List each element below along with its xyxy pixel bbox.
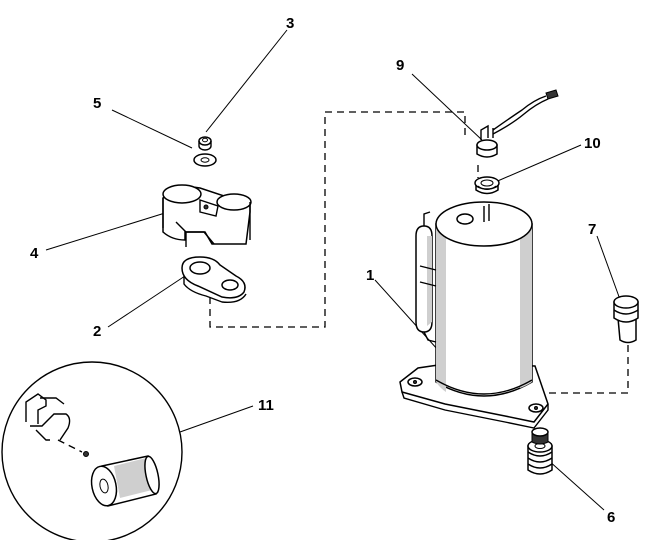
callout-10: 10 <box>584 135 601 152</box>
washer-part <box>193 153 217 167</box>
callout-1: 1 <box>366 267 374 284</box>
callout-6: 6 <box>607 509 615 526</box>
terminal-cover-part <box>162 184 252 247</box>
grommet-part <box>474 176 500 195</box>
thermal-protector-part <box>476 89 559 158</box>
leader-lines <box>45 29 623 511</box>
callout-4: 4 <box>30 245 39 262</box>
callout-labels: 3 5 4 2 9 10 1 7 6 11 <box>30 15 615 526</box>
callout-3: 3 <box>286 15 294 32</box>
callout-9: 9 <box>396 57 404 74</box>
compressor-part <box>399 201 549 429</box>
mounting-grommet-part <box>527 427 553 475</box>
terminal-bracket-part <box>181 256 247 304</box>
callout-7: 7 <box>588 221 596 238</box>
fitting-part <box>613 295 639 344</box>
callout-2: 2 <box>93 323 101 340</box>
callout-11: 11 <box>258 397 274 414</box>
dashed-connectors <box>209 111 629 394</box>
detail-inset <box>1 361 183 540</box>
callout-5: 5 <box>93 95 101 112</box>
nut-part <box>198 136 212 151</box>
